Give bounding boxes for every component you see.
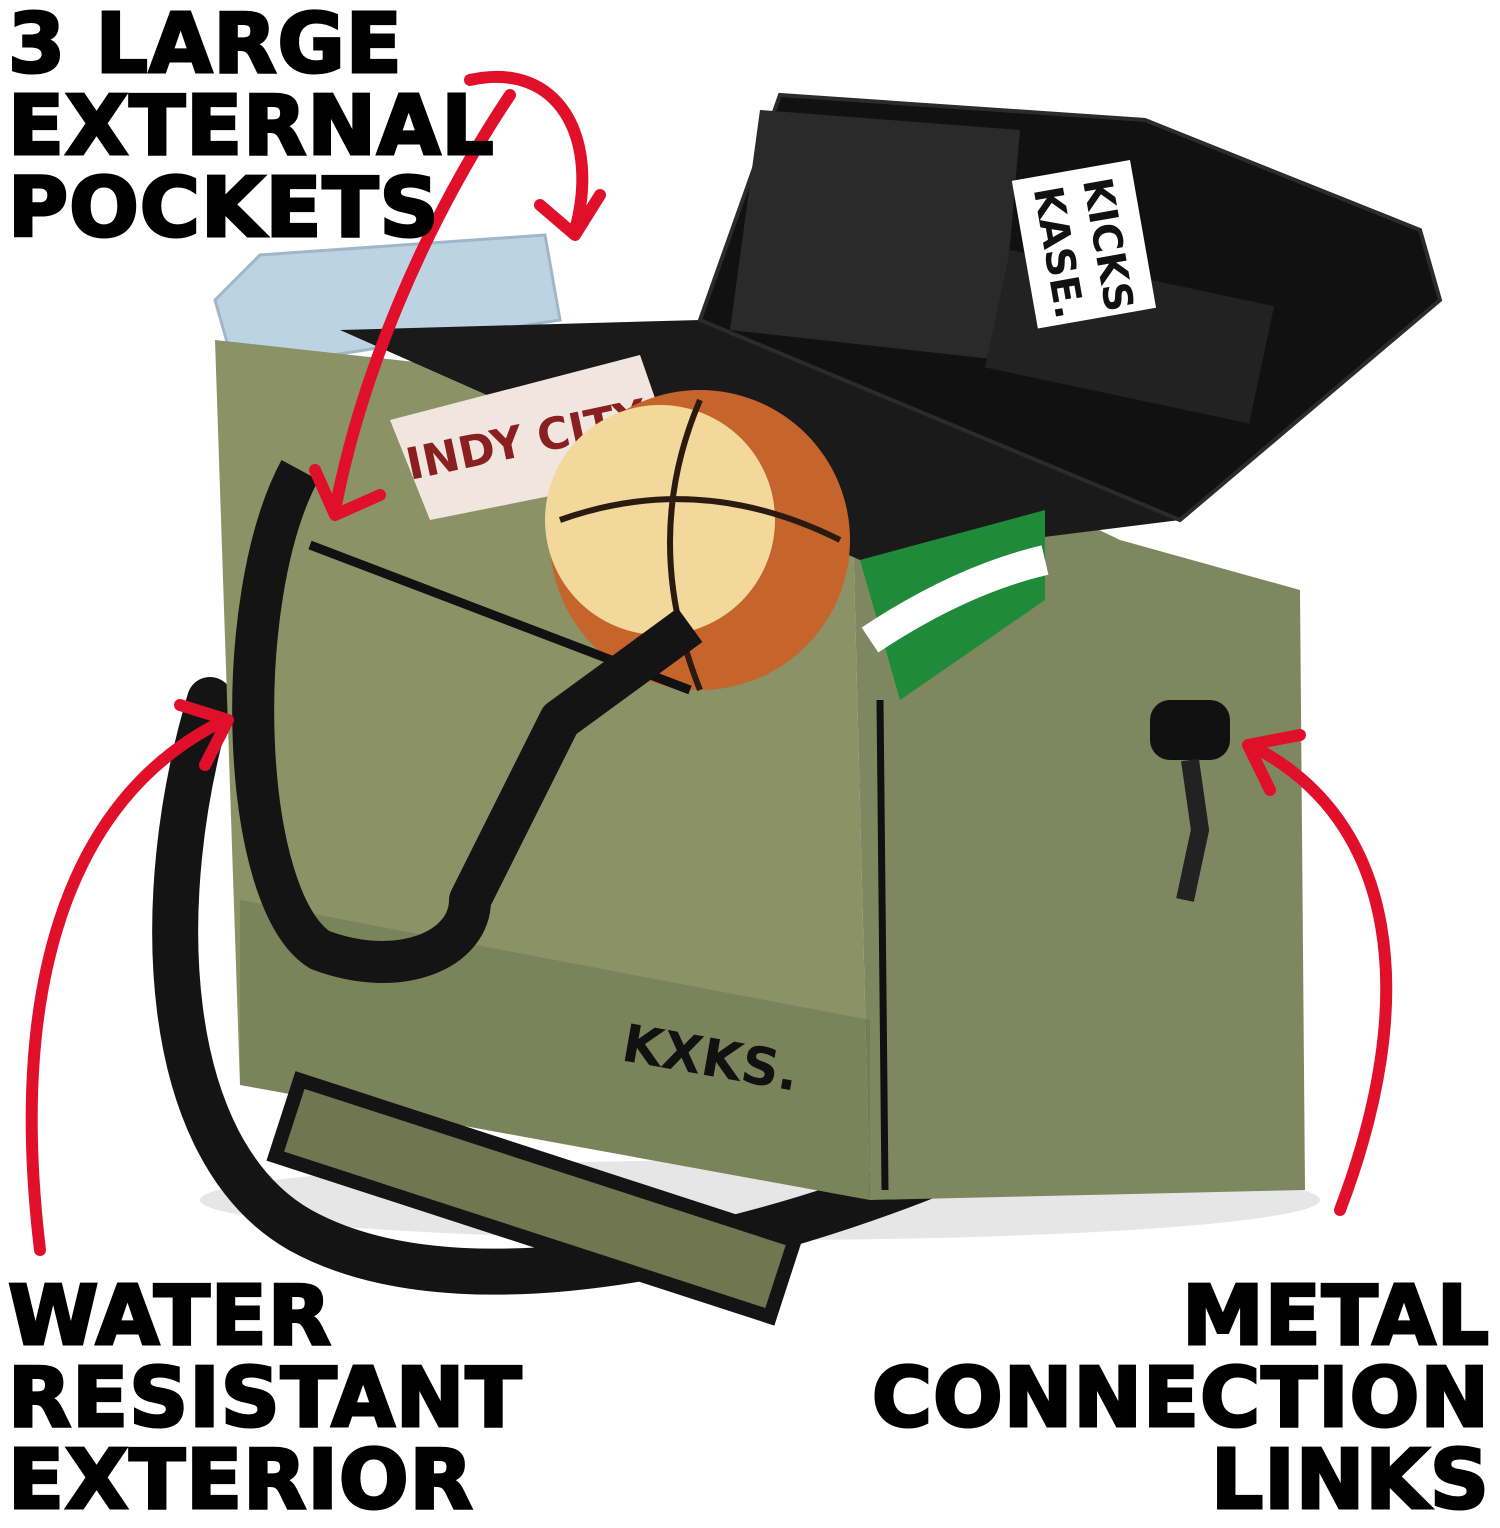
callout-water-resistant-line-2: RESISTANT — [6, 1351, 523, 1446]
callout-metal-links-line-1: METAL — [1181, 1269, 1491, 1364]
callout-water-resistant: WATER RESISTANT EXTERIOR — [6, 1269, 523, 1528]
callout-metal-links: METAL CONNECTION LINKS — [870, 1269, 1491, 1528]
jersey-stripe — [861, 545, 1049, 653]
callout-external-pockets-line-1: 3 LARGE — [7, 0, 404, 92]
lid-mesh-pocket — [730, 110, 1020, 360]
basketball-highlight — [545, 405, 775, 635]
arrow-water — [25, 714, 231, 1256]
lid-patch: KICKS KASE. — [1011, 160, 1157, 329]
arrow-pockets-top — [464, 70, 589, 236]
metal-clip — [1150, 700, 1230, 902]
callout-metal-links-line-3: LINKS — [1209, 1433, 1490, 1528]
strap-pad — [266, 1071, 804, 1326]
product-illustration: KICKS KASE. INDY CITY KXKS. — [25, 70, 1443, 1326]
callout-water-resistant-line-1: WATER — [6, 1269, 332, 1364]
callout-external-pockets: 3 LARGE EXTERNAL POCKETS — [7, 0, 496, 256]
callout-external-pockets-line-2: EXTERNAL — [7, 79, 496, 174]
arrows — [25, 70, 1393, 1256]
arrow-water-head — [174, 699, 234, 771]
end-zipper — [876, 699, 889, 1191]
arrow-metal — [1244, 739, 1393, 1216]
arrow-pockets-middle — [329, 89, 516, 516]
callout-water-resistant-line-3: EXTERIOR — [6, 1433, 474, 1528]
arrow-metal-head — [1242, 729, 1306, 796]
arrow-pockets-middle-head — [309, 464, 386, 521]
callout-external-pockets-line-3: POCKETS — [7, 161, 441, 256]
arrow-pockets-top-head — [534, 189, 606, 241]
callout-metal-links-line-2: CONNECTION — [870, 1351, 1490, 1446]
carry-handle — [232, 460, 703, 983]
